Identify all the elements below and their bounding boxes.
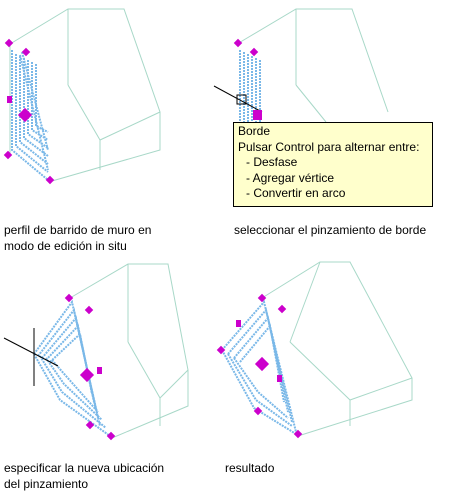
caption-line: resultado	[225, 461, 275, 475]
grip-icon[interactable]	[4, 38, 14, 48]
panel-select-edge: Borde Pulsar Control para alternar entre…	[0, 0, 473, 210]
grip-icon[interactable]	[106, 431, 116, 441]
grip-icon[interactable]	[253, 406, 263, 416]
sweep-hatch	[33, 299, 111, 437]
wireframe-box	[236, 8, 389, 123]
caption-line: seleccionar el pinzamiento de borde	[234, 223, 427, 237]
grip-icon[interactable]	[254, 356, 270, 372]
sweep-hatch	[11, 50, 49, 181]
caption-edit-mode: perfil de barrido de muro en modo de edi…	[4, 222, 151, 254]
grip-icon[interactable]	[236, 320, 241, 327]
caption-line: especificar la nueva ubicación	[4, 461, 165, 475]
tooltip-option-add-vertex: - Agregar vértice	[246, 170, 335, 185]
grips	[233, 38, 262, 120]
grip-icon[interactable]	[7, 96, 12, 103]
wall-sweep-drawing	[3, 8, 161, 185]
edge-grip-tooltip: Borde Pulsar Control para alternar entre…	[233, 122, 433, 207]
wireframe-box	[69, 263, 189, 439]
grips	[216, 293, 303, 439]
grip-icon[interactable]	[257, 293, 267, 303]
grip-icon[interactable]	[97, 367, 102, 374]
grip-icon[interactable]	[79, 367, 95, 383]
grip-icon[interactable]	[249, 47, 259, 57]
grip-icon[interactable]	[277, 375, 282, 382]
tooltip-title: Borde	[238, 124, 271, 138]
caption-line: modo de edición in situ	[4, 239, 127, 253]
sweep-hatch	[239, 50, 261, 122]
panel-result	[0, 250, 473, 450]
pick-line	[213, 85, 263, 113]
wall-sweep-drawing	[3, 263, 189, 441]
caption-line: perfil de barrido de muro en	[4, 223, 152, 237]
caption-select-edge: seleccionar el pinzamiento de borde	[234, 222, 426, 238]
grip-icon[interactable]	[277, 304, 287, 314]
grip-icon[interactable]	[64, 293, 74, 303]
crosshair-cursor-icon	[3, 328, 59, 386]
tooltip-option-convert-arc: - Convertir en arco	[246, 186, 346, 200]
grip-icon[interactable]	[45, 175, 55, 185]
grips	[64, 293, 116, 441]
grip-icon[interactable]	[253, 110, 262, 120]
grip-icon[interactable]	[293, 429, 303, 439]
grip-icon[interactable]	[21, 47, 31, 57]
crosshair-cursor-icon	[236, 94, 247, 105]
panel-edit-mode	[0, 0, 230, 200]
tooltip-option-offset: - Desfase	[246, 155, 298, 169]
sweep-hatch	[221, 299, 297, 435]
grip-icon[interactable]	[216, 345, 226, 355]
caption-new-location: especificar la nueva ubicación del pinza…	[4, 460, 164, 492]
wireframe-box	[9, 8, 161, 182]
grip-icon[interactable]	[85, 420, 95, 430]
caption-line: del pinzamiento	[4, 477, 89, 491]
wireframe-box	[261, 261, 413, 437]
wall-sweep-drawing	[216, 261, 413, 439]
wall-sweep-drawing	[213, 8, 389, 123]
grip-icon[interactable]	[233, 38, 243, 48]
panel-new-location	[0, 250, 230, 450]
caption-result: resultado	[225, 460, 274, 476]
tooltip-instruction: Pulsar Control para alternar entre:	[238, 139, 420, 154]
grip-icon[interactable]	[84, 305, 94, 315]
